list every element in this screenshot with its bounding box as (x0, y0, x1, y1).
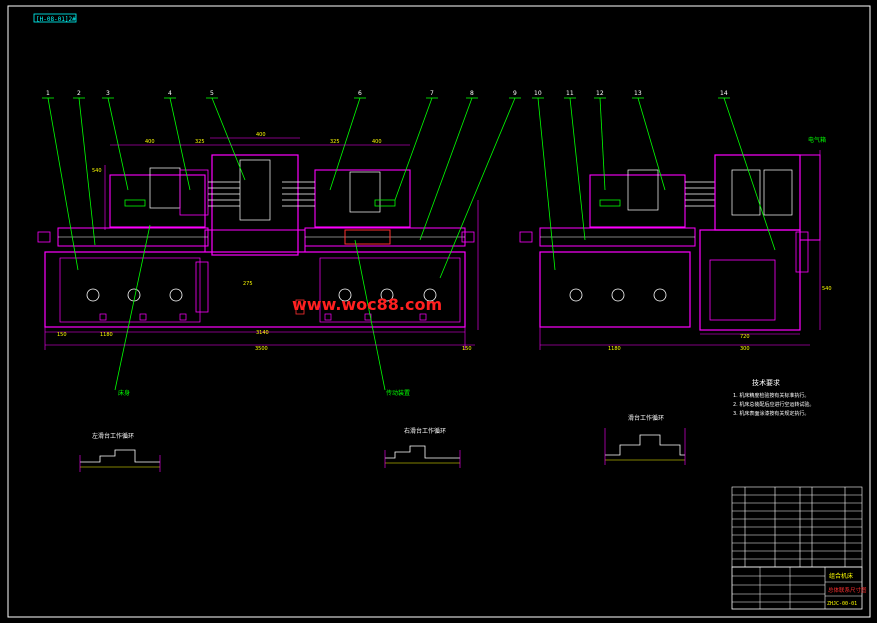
dimension-texts: 400 400 325 325 400 540 150 1180 3500 15… (57, 132, 832, 352)
schematic-3-title: 滑台工作循环 (628, 414, 664, 422)
callout-9: 9 (513, 90, 517, 97)
dim-center-275: 275 (243, 281, 253, 287)
right-spindles (282, 181, 315, 207)
watermark: www.woc88.com (292, 295, 442, 314)
label-electric-box: 电气箱 (808, 136, 826, 144)
callout-5: 5 (210, 90, 214, 97)
dim-top-400-b: 400 (256, 132, 266, 138)
rm-head-green (599, 199, 621, 207)
dim-top-325-a: 325 (195, 139, 205, 145)
dim-right-540: 540 (822, 286, 832, 292)
center-column-inner (239, 159, 271, 221)
rm-head-motor (627, 169, 659, 211)
title-name: 组合机床 (829, 572, 853, 580)
tech-notes-title: 技术要求 (752, 378, 780, 387)
rm-column-inner2 (763, 169, 793, 216)
schematic-2-title: 右滑台工作循环 (404, 427, 446, 435)
parts-list (731, 486, 863, 568)
callout-2: 2 (77, 90, 81, 97)
dim-center-3140: 3140 (256, 330, 269, 336)
right-head-green (374, 199, 396, 207)
sheet-border (7, 5, 871, 618)
center-column (211, 154, 299, 256)
rm-electric-sub (795, 231, 809, 273)
dim-bottom-3500: 3500 (255, 346, 268, 352)
center-column-base (204, 229, 306, 253)
left-end-handle (37, 231, 51, 243)
callout-4: 4 (168, 90, 172, 97)
tech-note-1: 1. 机床精度检验按有关标准执行。 (733, 392, 809, 399)
dim-bottom-1180: 1180 (100, 332, 113, 338)
rm-electric-box (799, 154, 821, 241)
left-head-box (179, 169, 209, 216)
left-base (44, 251, 466, 328)
callout-14: 14 (720, 90, 728, 97)
right-machine (519, 154, 821, 331)
dim-bottom-150: 150 (462, 346, 472, 352)
rm-end-handle (519, 231, 533, 243)
rm-base (539, 251, 691, 328)
dim-bottom-300-r: 300 (740, 346, 750, 352)
callout-numbers: 1 2 3 4 5 6 7 8 9 10 11 12 13 14 (46, 90, 728, 97)
left-head-green (124, 199, 146, 207)
title-subtitle: 总体联系尺寸图 (828, 586, 867, 594)
dim-top-325-b: 325 (330, 139, 340, 145)
callout-11: 11 (566, 90, 574, 97)
tech-notes: 技术要求 1. 机床精度检验按有关标准执行。 2. 机床总装配后应进行空运转试验… (733, 378, 814, 417)
right-end-handle (461, 231, 475, 243)
dim-side-150: 150 (57, 332, 67, 338)
rm-column-base (699, 229, 801, 331)
dim-side-540: 540 (92, 168, 102, 174)
left-machine (37, 154, 475, 328)
dim-bottom-1180-r: 1180 (608, 346, 621, 352)
fixture (344, 229, 391, 245)
callout-12: 12 (596, 90, 604, 97)
left-spindles (208, 181, 240, 207)
tech-note-3: 3. 机床表面涂漆按有关规定执行。 (733, 410, 809, 417)
tech-note-2: 2. 机床总装配后应进行空运转试验。 (733, 401, 814, 408)
callout-leaders (42, 97, 776, 391)
dimension-lines (44, 137, 821, 350)
sheet-code-box (33, 13, 77, 23)
label-bed: 床身 (118, 389, 130, 397)
sheet-code: [H-08-01]2# (36, 16, 76, 23)
schematic-3: 滑台工作循环 (604, 414, 686, 465)
callout-10: 10 (534, 90, 542, 97)
rm-power-head (589, 174, 686, 228)
callout-13: 13 (634, 90, 642, 97)
callout-1: 1 (46, 90, 50, 97)
left-head-motor (149, 167, 181, 209)
left-base-inner (59, 257, 201, 323)
dim-bottom-720-r: 720 (740, 334, 750, 340)
coolant-box (295, 299, 305, 315)
callout-6: 6 (358, 90, 362, 97)
callout-7: 7 (430, 90, 434, 97)
left-base-inner-r (319, 257, 461, 323)
right-head-motor (349, 171, 381, 213)
title-drawing-no: ZHJC-00-01 (827, 601, 857, 607)
dim-top-400-a: 400 (145, 139, 155, 145)
right-power-head (314, 169, 411, 228)
schematic-2: 右滑台工作循环 (384, 427, 461, 468)
rm-base-circles (569, 288, 667, 302)
schematic-1-title: 左滑台工作循环 (92, 432, 134, 440)
base-circles (86, 288, 437, 302)
left-power-head (109, 174, 206, 228)
callout-3: 3 (106, 90, 110, 97)
dim-top-400-c: 400 (372, 139, 382, 145)
rm-column-inner (731, 169, 761, 216)
rm-spindles (685, 181, 715, 207)
rm-column-window (709, 259, 776, 321)
base-small-marks (99, 313, 427, 321)
title-block: 组合机床 总体联系尺寸图 ZHJC-00-01 (731, 566, 867, 610)
left-small-cabinet (195, 261, 209, 313)
rm-column (714, 154, 801, 231)
schematic-1: 左滑台工作循环 (79, 432, 161, 472)
label-transmission: 传动装置 (386, 389, 410, 397)
callout-8: 8 (470, 90, 474, 97)
